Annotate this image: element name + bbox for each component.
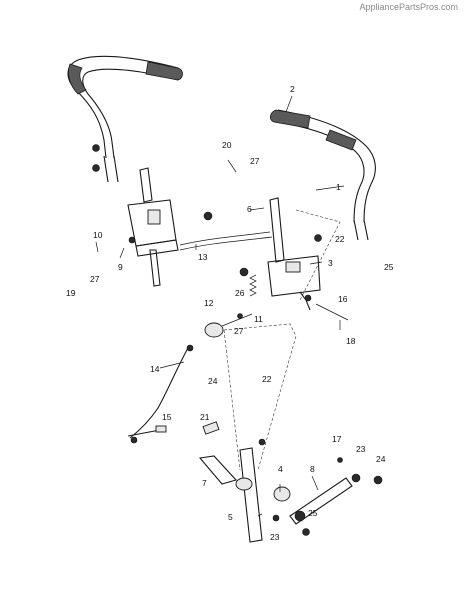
callout-6: 6 (247, 204, 252, 214)
callout-3: 3 (328, 258, 333, 268)
callout-23: 23 (356, 444, 366, 454)
frame-outline (223, 209, 341, 471)
callout-10: 10 (93, 230, 103, 240)
callout-14: 14 (150, 364, 160, 374)
left-handle-bar (67, 55, 183, 183)
callout-24b: 24 (376, 454, 386, 464)
leader-lines (95, 95, 345, 517)
callout-15: 15 (162, 412, 172, 422)
left-control-bracket (92, 144, 273, 287)
callout-25b: 25 (308, 508, 318, 518)
right-control-bracket (239, 197, 349, 321)
callout-17: 17 (332, 434, 342, 444)
callout-27c: 27 (234, 326, 244, 336)
spring-and-knob (204, 274, 257, 338)
callout-27b: 27 (90, 274, 100, 284)
callout-13: 13 (198, 252, 208, 262)
callout-5: 5 (228, 512, 233, 522)
callout-19: 19 (66, 288, 76, 298)
callout-25: 25 (384, 262, 394, 272)
callout-16: 16 (338, 294, 348, 304)
callout-21: 21 (200, 412, 210, 422)
right-handle-bar (270, 109, 376, 241)
callout-1: 1 (336, 182, 341, 192)
callout-labels: 2 1 20 27 6 22 3 25 10 9 13 27 19 26 16 … (66, 84, 394, 542)
callout-2: 2 (290, 84, 295, 94)
bottom-lever-assembly (198, 438, 383, 543)
callout-11: 11 (254, 314, 263, 324)
callout-18: 18 (346, 336, 356, 346)
callout-26: 26 (235, 288, 245, 298)
lower-link-rod (127, 344, 220, 444)
callout-24: 24 (208, 376, 218, 386)
callout-7: 7 (202, 478, 207, 488)
callout-8: 8 (310, 464, 315, 474)
watermark-text: AppliancePartsPros.com (359, 2, 458, 12)
callout-12: 12 (204, 298, 214, 308)
callout-22b: 22 (262, 374, 272, 384)
callout-20: 20 (222, 140, 232, 150)
callout-4: 4 (278, 464, 283, 474)
callout-22: 22 (335, 234, 345, 244)
callout-23b: 23 (270, 532, 280, 542)
callout-9: 9 (118, 262, 123, 272)
callout-27: 27 (250, 156, 260, 166)
